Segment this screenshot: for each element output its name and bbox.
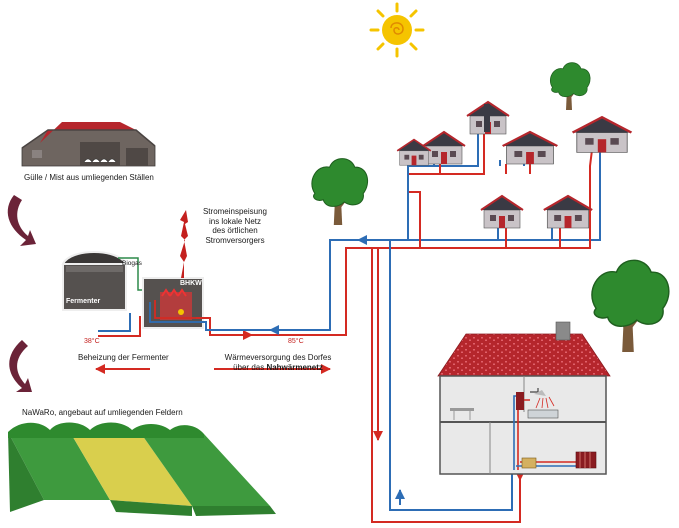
power-feed-line-3: des örtlichen xyxy=(212,226,258,236)
field-icon xyxy=(8,422,276,516)
power-feed-label: Stromeinspeisung ins lokale Netz des ört… xyxy=(190,207,280,245)
biogas-label: Biogas xyxy=(122,260,142,267)
village-heat-line-2: über das Nahwärmenetz xyxy=(218,363,338,373)
tree-icon xyxy=(592,260,669,352)
house-icon xyxy=(422,131,466,165)
temp-38-label: 38°C xyxy=(84,338,100,345)
house-icon xyxy=(542,194,594,230)
fermenter-heating-label: Beheizung der Fermenter xyxy=(78,353,169,362)
curved-arrow-icon xyxy=(7,195,37,246)
chimney xyxy=(484,104,490,132)
house-icon xyxy=(571,115,633,154)
bhkw-icon xyxy=(142,277,204,329)
house-icon xyxy=(501,130,559,166)
fermenter-icon xyxy=(61,251,128,311)
fermenter-label: Fermenter xyxy=(66,298,101,305)
manure-label: Gülle / Mist aus umliegenden Ställen xyxy=(24,173,154,182)
power-feed-line-4: Stromversorgers xyxy=(205,235,265,245)
village-heat-line-1: Wärmeversorgung des Dorfes xyxy=(224,353,332,362)
tree-icon xyxy=(310,157,370,227)
temp-85-label: 85°C xyxy=(288,338,304,345)
lightning-arrow-icon xyxy=(180,210,188,278)
bhkw-label: BHKW xyxy=(180,280,202,287)
village-heat-prefix: über das xyxy=(233,362,267,372)
tree-icon xyxy=(549,61,592,112)
power-feed-line-1: Stromeinspeisung xyxy=(202,207,268,216)
power-feed-line-2: ins lokale Netz xyxy=(208,216,262,226)
curved-arrow-icon xyxy=(9,340,32,392)
barn-icon xyxy=(21,122,156,167)
village-heat-label: Wärmeversorgung des Dorfes über das Nahw… xyxy=(218,353,338,372)
radiator-icon xyxy=(575,451,597,469)
village-heat-bold: Nahwärmenetz xyxy=(266,362,323,372)
nawaro-label: NaWaRo, angebaut auf umliegenden Feldern xyxy=(22,408,183,417)
shower-icon xyxy=(530,388,555,409)
sun-icon xyxy=(369,2,425,58)
house-icon xyxy=(480,195,524,229)
